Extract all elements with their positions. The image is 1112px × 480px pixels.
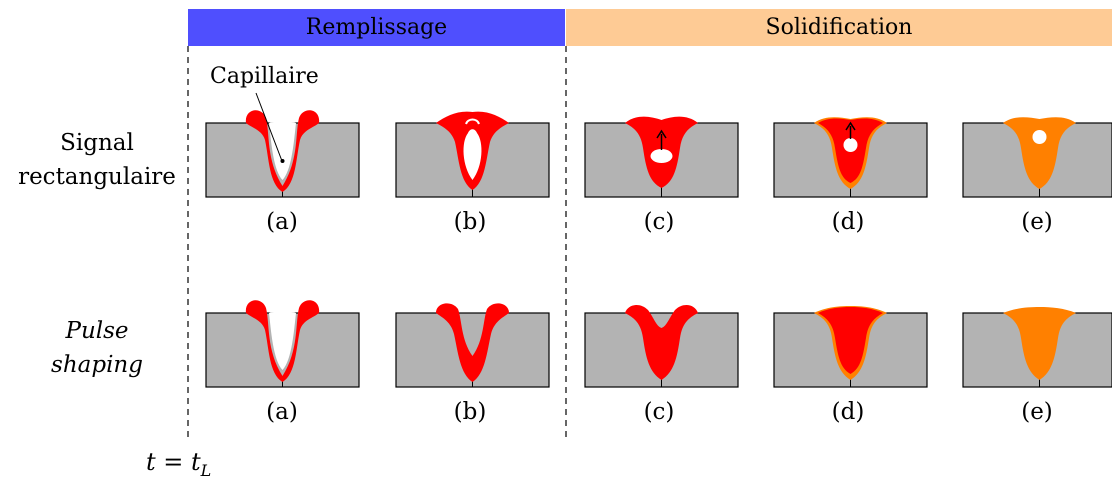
- capillary-leader-line: [255, 92, 283, 162]
- panel-row2-a: [205, 300, 360, 388]
- arrow-head: [656, 129, 667, 139]
- panel-row2-b: [395, 303, 550, 388]
- liquid-pool: [245, 110, 320, 192]
- liquid-pool: [436, 303, 509, 382]
- panel-tag: (a): [266, 399, 298, 425]
- panel-row2-d: [773, 306, 928, 388]
- time-marker-sub: L: [200, 460, 212, 480]
- capillary-annotation: Capillaire: [210, 64, 319, 89]
- capillary-leader-dot: [280, 159, 285, 163]
- phase-header-filling: Remplissage: [188, 9, 565, 46]
- pore: [843, 138, 858, 152]
- panel-row1-b: [395, 111, 550, 198]
- panel-tag: (b): [453, 399, 487, 425]
- metal-block: [395, 312, 550, 388]
- phase-filling-label: Remplissage: [305, 15, 448, 40]
- time-marker-lhs: t = t: [146, 448, 201, 476]
- phase-solidification-label: Solidification: [765, 15, 913, 40]
- panel-tag: (d): [831, 209, 865, 235]
- solid-weld: [1003, 117, 1076, 189]
- time-marker: t = tL: [146, 448, 211, 480]
- panel-tag: (e): [1021, 209, 1053, 235]
- solid-weld: [1003, 307, 1076, 380]
- row-label-line2: shaping: [51, 352, 143, 378]
- keyhole-closure: [465, 118, 480, 125]
- panel-tag: (a): [266, 209, 298, 235]
- keyhole-capillary: [463, 129, 482, 180]
- liquid-pool: [818, 307, 883, 374]
- panel-row1-a: [205, 92, 360, 198]
- phase-header-solidification: Solidification: [566, 9, 1112, 46]
- liquid-pool: [245, 300, 320, 382]
- panel-row1-d: [773, 117, 928, 198]
- row-label-line1: Pulse: [65, 318, 129, 344]
- liquid-pool: [625, 304, 698, 380]
- row-label-rectangular: Signal rectangulaire: [12, 126, 182, 194]
- row-label-pulse-shaping: Pulse shaping: [12, 314, 182, 382]
- keyhole-capillary: [269, 121, 296, 180]
- panel-row2-c: [584, 304, 739, 388]
- panel-tag: (c): [643, 399, 675, 425]
- panel-row1-c: [584, 116, 739, 198]
- row-label-line2: rectangulaire: [18, 164, 176, 190]
- row-label-line1: Signal: [60, 130, 134, 156]
- panel-tag: (b): [453, 209, 487, 235]
- pore: [650, 149, 673, 163]
- panel-tag: (e): [1021, 399, 1053, 425]
- arrow-head: [845, 121, 856, 131]
- panel-tag: (c): [643, 209, 675, 235]
- panel-tag: (d): [831, 399, 865, 425]
- panel-row1-e: [962, 117, 1112, 198]
- pore: [1032, 130, 1047, 144]
- keyhole-capillary: [269, 311, 296, 370]
- panel-row2-e: [962, 307, 1112, 388]
